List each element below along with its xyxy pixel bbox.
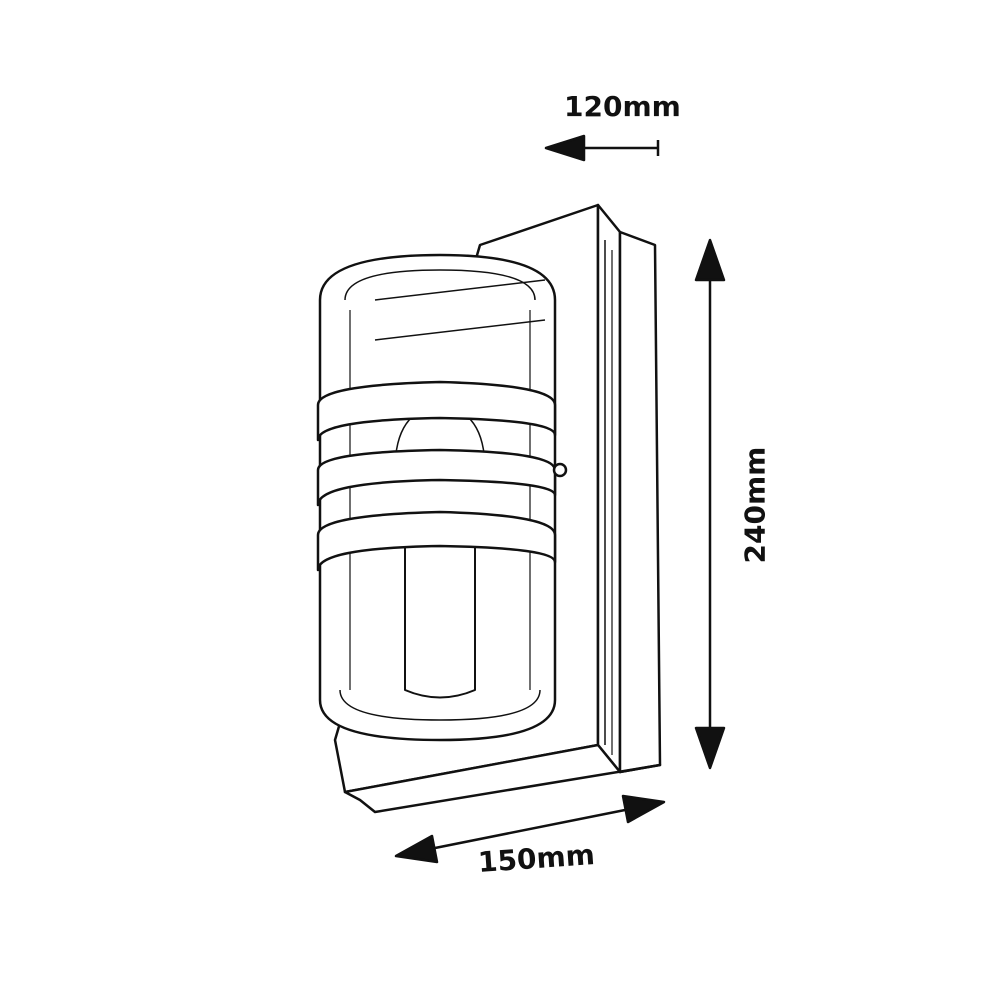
depth-label: 120mm: [564, 90, 681, 123]
glass-cylinder: [318, 253, 557, 742]
width-arrow: [394, 794, 666, 864]
height-arrow: [694, 238, 726, 770]
guard-bands: [316, 380, 568, 572]
depth-arrow: [544, 134, 660, 162]
height-label: 240mm: [738, 446, 772, 564]
